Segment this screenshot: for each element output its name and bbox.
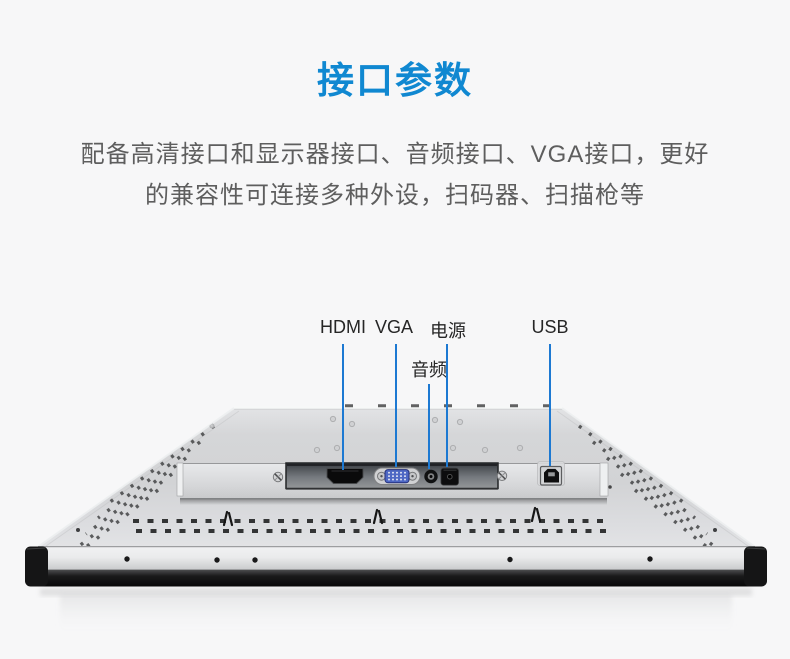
audio-jack-icon	[424, 469, 438, 484]
hdmi-leader-line	[342, 344, 344, 470]
plate-screw-left	[272, 471, 284, 483]
bottom-face-strip	[36, 546, 757, 571]
back-screws-faint	[202, 415, 524, 454]
vga-port-icon	[373, 467, 421, 485]
usb-b-port-icon	[537, 461, 565, 486]
chassis-clip-marks	[222, 506, 542, 527]
bezel-strip	[25, 546, 767, 587]
vga-leader-line	[395, 344, 397, 467]
audio-leader-line	[428, 384, 430, 469]
bezel-corner-right	[744, 546, 767, 587]
monitor-back-image	[25, 404, 767, 635]
page-title: 接口参数	[317, 60, 473, 101]
left-vent-holes	[60, 424, 216, 546]
port-label-hdmi: HDMI	[320, 317, 366, 337]
power-jack-icon	[440, 467, 459, 486]
port-label-audio: 音频	[411, 360, 447, 380]
port-label-power: 电源	[430, 321, 466, 341]
port-label-usb: USB	[531, 317, 569, 337]
description-line-1: 配备高清接口和显示器接口、音频接口、VGA接口，更好	[80, 141, 710, 168]
bottom-vent-slots	[133, 519, 612, 533]
port-label-vga: VGA	[374, 317, 414, 337]
description: 配备高清接口和显示器接口、音频接口、VGA接口，更好 的兼容性可连接多种外设，扫…	[0, 134, 790, 216]
power-leader-line	[446, 344, 448, 467]
plate-screw-right	[496, 470, 508, 482]
hdmi-port-icon	[326, 468, 364, 484]
floor-reflection	[40, 588, 752, 635]
right-vent-holes	[577, 424, 733, 546]
description-line-2: 的兼容性可连接多种外设，扫码器、扫描枪等	[145, 182, 645, 209]
bezel-corner-left	[25, 546, 48, 587]
usb-leader-line	[549, 344, 551, 466]
